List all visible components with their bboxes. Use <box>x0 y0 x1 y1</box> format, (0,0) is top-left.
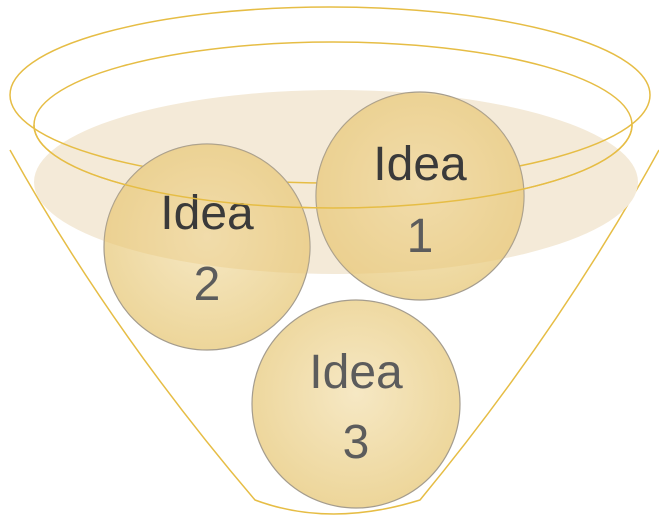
idea-3-ball: Idea 3 <box>251 299 461 509</box>
idea-3-label-line1: Idea <box>309 346 403 399</box>
funnel-cone <box>9 149 659 515</box>
idea-2-ball: Idea 2 <box>103 143 311 351</box>
idea-3-label-line2: 3 <box>343 416 370 469</box>
idea-1-ball: Idea 1 <box>315 91 525 301</box>
funnel-inner-rim-front <box>33 124 633 209</box>
idea-1-label-line2: 1 <box>407 210 434 263</box>
idea-1-label-line1: Idea <box>373 138 467 191</box>
idea-2-label-line2: 2 <box>194 258 221 311</box>
